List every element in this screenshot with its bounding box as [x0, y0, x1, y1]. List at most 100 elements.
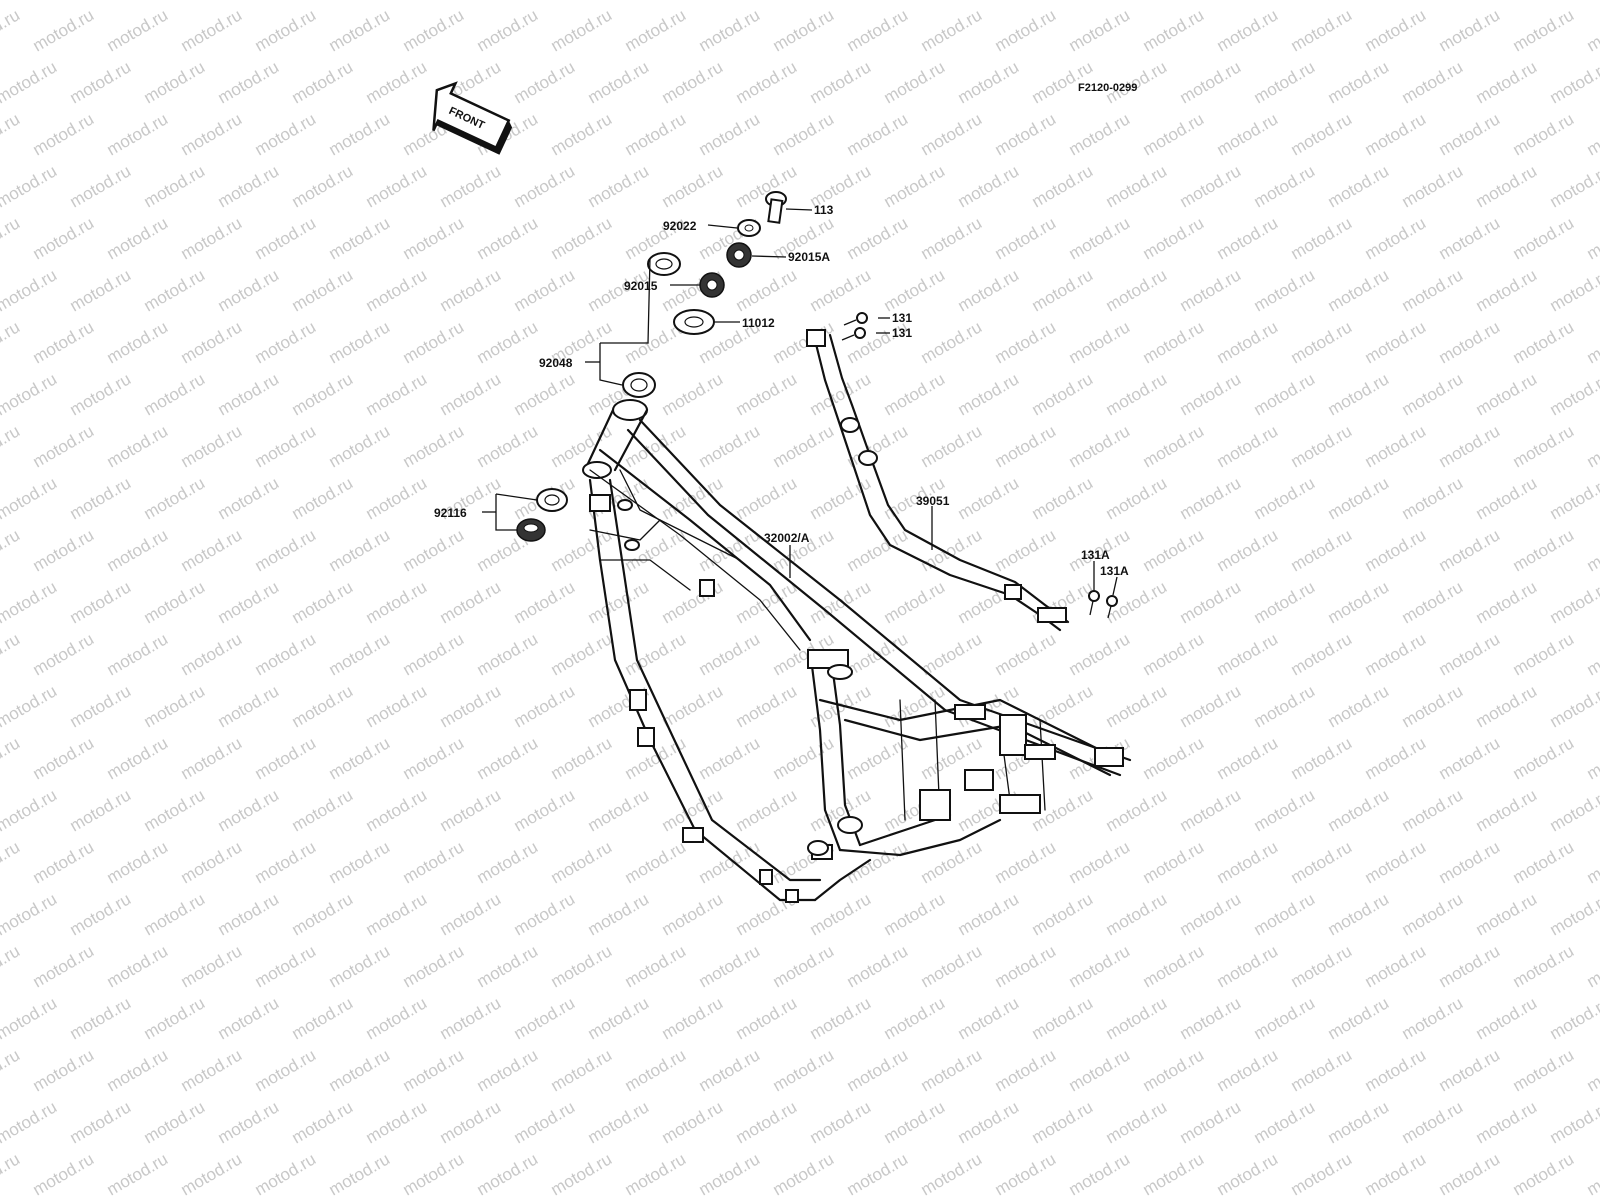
watermark-text: motod.ru	[1251, 993, 1319, 1043]
callout-131A-left: 131A	[1081, 548, 1110, 562]
watermark-text: motod.ru	[659, 1097, 727, 1147]
washer-11012	[673, 309, 715, 335]
watermark-text: motod.ru	[622, 421, 690, 471]
watermark-text: motod.ru	[1399, 369, 1467, 419]
watermark-text: motod.ru	[622, 629, 690, 679]
watermark-text: motod.ru	[1103, 265, 1171, 315]
watermark-text: motod.ru	[807, 265, 875, 315]
watermark-text: motod.ru	[252, 1149, 320, 1199]
watermark-text: motod.ru	[1066, 213, 1134, 263]
watermark-text: motod.ru	[1103, 369, 1171, 419]
watermark-text: motod.ru	[1436, 837, 1504, 887]
watermark-text: motod.ru	[474, 733, 542, 783]
watermark-text: motod.ru	[955, 161, 1023, 211]
watermark-text: motod.ru	[1362, 5, 1430, 55]
watermark-text: motod.ru	[844, 941, 912, 991]
callout-92116: 92116	[434, 506, 467, 520]
watermark-text: motod.ru	[1510, 837, 1578, 887]
watermark-text: motod.ru	[992, 1045, 1060, 1095]
watermark-text: motod.ru	[1399, 993, 1467, 1043]
callout-113: 113	[814, 203, 834, 217]
bearing-92048-lower	[622, 372, 656, 398]
watermark-text: motod.ru	[844, 5, 912, 55]
watermark-text: motod.ru	[1066, 421, 1134, 471]
watermark-text: motod.ru	[437, 577, 505, 627]
watermark-text: motod.ru	[474, 837, 542, 887]
watermark-text: motod.ru	[141, 265, 209, 315]
watermark-text: motod.ru	[363, 161, 431, 211]
watermark-text: motod.ru	[141, 1097, 209, 1147]
watermark-text: motod.ru	[1029, 1097, 1097, 1147]
watermark-text: motod.ru	[1214, 213, 1282, 263]
watermark-text: motod.ru	[1103, 993, 1171, 1043]
watermark-text: motod.ru	[1251, 577, 1319, 627]
watermark-text: motod.ru	[1214, 837, 1282, 887]
watermark-text: motod.ru	[178, 317, 246, 367]
watermark-text: motod.ru	[1066, 1149, 1134, 1199]
watermark-text: motod.ru	[437, 785, 505, 835]
callout-131-lower: 131	[892, 326, 912, 340]
watermark-text: motod.ru	[363, 473, 431, 523]
watermark-text: motod.ru	[1399, 1097, 1467, 1147]
callout-92048: 92048	[539, 356, 573, 370]
watermark-text: motod.ru	[733, 1097, 801, 1147]
watermark-text: motod.ru	[1140, 5, 1208, 55]
watermark-text: motod.ru	[955, 1097, 1023, 1147]
watermark-text: motod.ru	[437, 161, 505, 211]
callout-92015A: 92015A	[788, 250, 830, 264]
watermark-text: motod.ru	[696, 837, 764, 887]
watermark-text: motod.ru	[1547, 369, 1600, 419]
watermark-text: motod.ru	[1214, 525, 1282, 575]
watermark-text: motod.ru	[1584, 941, 1600, 991]
watermark-text: motod.ru	[326, 941, 394, 991]
watermark-text: motod.ru	[992, 317, 1060, 367]
watermark-text: motod.ru	[252, 5, 320, 55]
watermark-text: motod.ru	[0, 785, 60, 835]
watermark-text: motod.ru	[215, 369, 283, 419]
watermark-text: motod.ru	[548, 213, 616, 263]
watermark-text: motod.ru	[511, 681, 579, 731]
watermark-text: motod.ru	[252, 317, 320, 367]
watermark-text: motod.ru	[437, 681, 505, 731]
watermark-text: motod.ru	[918, 109, 986, 159]
watermark-text: motod.ru	[1177, 993, 1245, 1043]
watermark-text: motod.ru	[881, 681, 949, 731]
watermark-text: motod.ru	[437, 889, 505, 939]
watermark-text: motod.ru	[1029, 161, 1097, 211]
watermark-text: motod.ru	[1177, 57, 1245, 107]
watermark-text: motod.ru	[659, 369, 727, 419]
watermark-text: motod.ru	[585, 57, 653, 107]
watermark-text: motod.ru	[511, 577, 579, 627]
watermark-text: motod.ru	[400, 525, 468, 575]
watermark-text: motod.ru	[511, 1097, 579, 1147]
watermark-text: motod.ru	[770, 109, 838, 159]
watermark-text: motod.ru	[1436, 5, 1504, 55]
watermark-text: motod.ru	[1436, 525, 1504, 575]
watermark-text: motod.ru	[30, 941, 98, 991]
watermark-text: motod.ru	[0, 941, 23, 991]
watermark-text: motod.ru	[1288, 941, 1356, 991]
watermark-text: motod.ru	[1547, 889, 1600, 939]
watermark-text: motod.ru	[1177, 577, 1245, 627]
watermark-text: motod.ru	[918, 421, 986, 471]
watermark-text: motod.ru	[1547, 0, 1600, 3]
watermark-text: motod.ru	[881, 369, 949, 419]
watermark-text: motod.ru	[1399, 785, 1467, 835]
watermark-text: motod.ru	[1436, 941, 1504, 991]
watermark-text: motod.ru	[1251, 681, 1319, 731]
watermark-text: motod.ru	[1510, 317, 1578, 367]
watermark-text: motod.ru	[659, 57, 727, 107]
watermark-text: motod.ru	[178, 5, 246, 55]
watermark-text: motod.ru	[363, 577, 431, 627]
watermark-text: motod.ru	[1547, 993, 1600, 1043]
watermark-text: motod.ru	[1584, 525, 1600, 575]
watermark-text: motod.ru	[1103, 785, 1171, 835]
watermark-text: motod.ru	[1325, 0, 1393, 3]
watermark-text: motod.ru	[1473, 473, 1541, 523]
watermark-text: motod.ru	[585, 1097, 653, 1147]
watermark-text: motod.ru	[1288, 109, 1356, 159]
watermark-text: motod.ru	[0, 681, 60, 731]
watermark-text: motod.ru	[400, 317, 468, 367]
watermark-text: motod.ru	[1436, 317, 1504, 367]
